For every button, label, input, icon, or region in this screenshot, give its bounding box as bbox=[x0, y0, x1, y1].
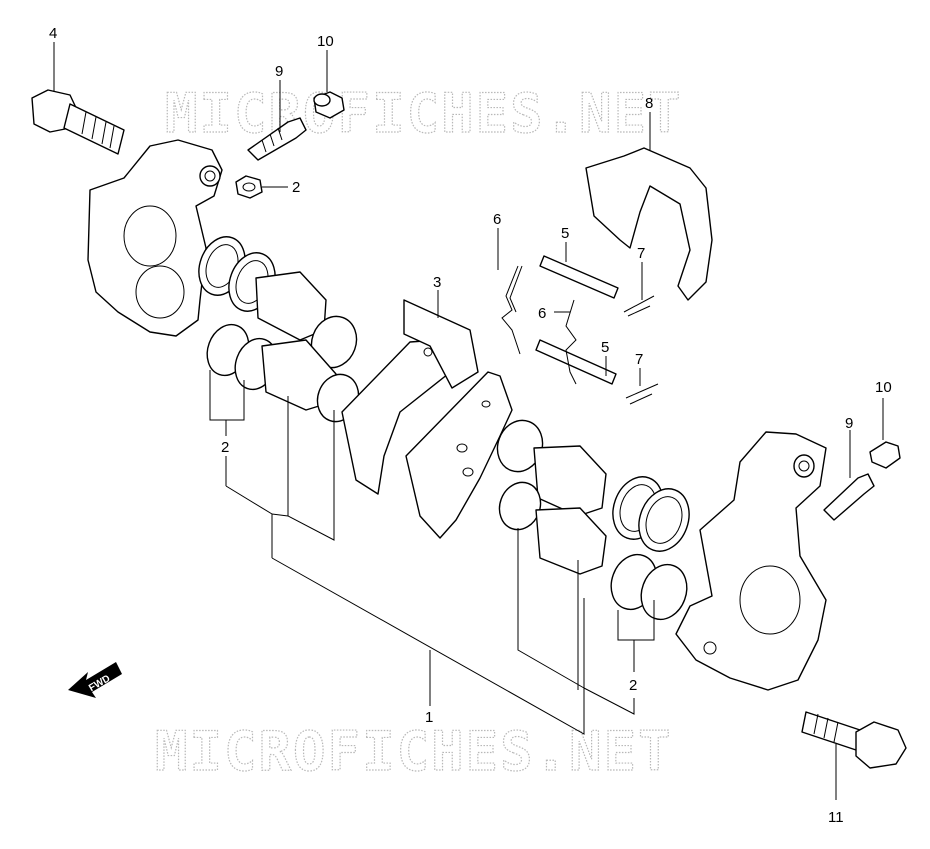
callout-5-top: 5 bbox=[561, 225, 569, 242]
pad-spring-part-8 bbox=[585, 147, 713, 301]
pistons-right bbox=[496, 419, 607, 575]
callout-9-right: 9 bbox=[845, 415, 853, 432]
leader-lines bbox=[53, 42, 884, 800]
bolt-part-4 bbox=[31, 89, 125, 155]
caliper-housing-left bbox=[87, 139, 223, 337]
callout-3: 3 bbox=[433, 274, 441, 291]
callout-1: 1 bbox=[425, 709, 433, 726]
clip-part-6-top bbox=[501, 265, 523, 355]
watermark-bottom: MICROFICHES.NET bbox=[155, 720, 673, 783]
fwd-arrow-icon: FWD bbox=[68, 662, 122, 698]
washer-part-2-top bbox=[235, 175, 263, 199]
brake-pad-part-3 bbox=[341, 299, 479, 495]
callout-2-left: 2 bbox=[221, 439, 229, 456]
cap-part-10-top bbox=[313, 91, 345, 119]
callout-11: 11 bbox=[828, 809, 844, 826]
seals-right bbox=[610, 476, 690, 621]
fwd-label: FWD bbox=[87, 673, 112, 694]
pistons-left bbox=[255, 271, 360, 423]
callout-7-top: 7 bbox=[637, 245, 645, 262]
bleeder-part-9-top bbox=[247, 117, 307, 161]
clip-part-6-bottom bbox=[565, 299, 577, 385]
caliper-housing-right bbox=[675, 431, 827, 691]
bolt-part-11 bbox=[801, 711, 907, 769]
callout-10-top: 10 bbox=[317, 33, 334, 50]
callout-2-top: 2 bbox=[292, 179, 300, 196]
callout-6-bottom: 6 bbox=[538, 305, 546, 322]
callout-2-right: 2 bbox=[629, 677, 637, 694]
clip-part-7-bottom bbox=[625, 383, 659, 405]
brake-pad-backing-right bbox=[405, 371, 513, 539]
callout-10-right: 10 bbox=[875, 379, 892, 396]
callout-4: 4 bbox=[49, 25, 57, 42]
callout-6-top: 6 bbox=[493, 211, 501, 228]
callout-8: 8 bbox=[645, 95, 653, 112]
bleeder-part-9-right bbox=[823, 473, 875, 521]
callout-7-bottom: 7 bbox=[635, 351, 643, 368]
callout-5-bottom: 5 bbox=[601, 339, 609, 356]
clip-part-7-top bbox=[623, 295, 655, 317]
pad-pin-part-5-top bbox=[539, 255, 619, 299]
pad-pin-part-5-bottom bbox=[535, 339, 617, 385]
callout-9-top: 9 bbox=[275, 63, 283, 80]
callout-labels: 4 9 10 2 8 6 5 7 3 6 5 7 10 9 2 2 1 11 bbox=[49, 25, 892, 826]
cap-part-10-right bbox=[869, 441, 901, 469]
watermark-top: MICROFICHES.NET bbox=[165, 82, 683, 145]
